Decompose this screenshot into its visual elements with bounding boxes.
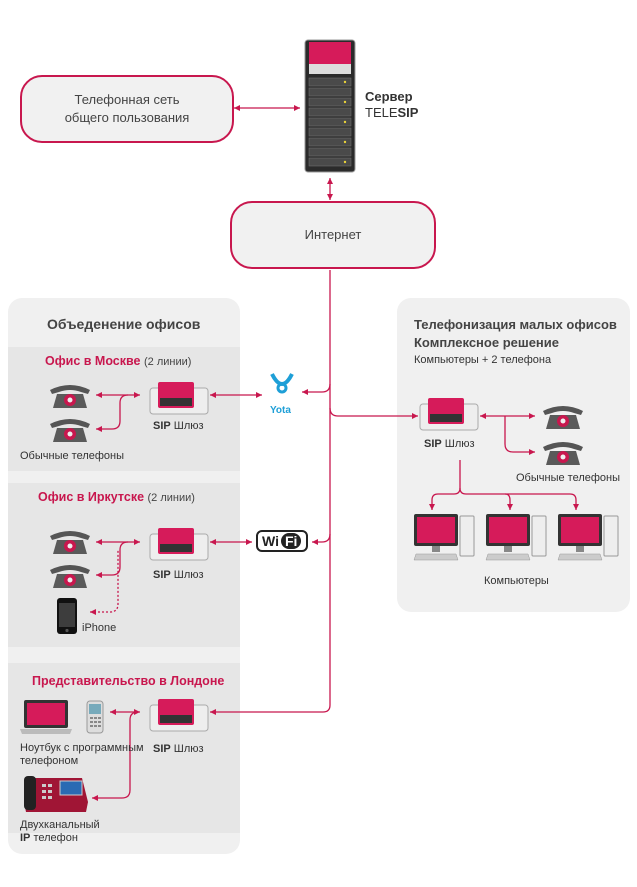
sip-gateway-icon bbox=[149, 699, 209, 732]
irkutsk-office-title: Офис в Иркутске (2 линии) bbox=[38, 490, 195, 504]
yota-logo-icon bbox=[270, 373, 294, 394]
ip-phone-icon bbox=[24, 776, 88, 812]
london-gateway-bold: SIP bbox=[153, 743, 171, 755]
moscow-name: Офис в Москве bbox=[45, 354, 141, 368]
ip-phone-label-bold: IP bbox=[20, 832, 31, 844]
server-label: Сервер TELESIP bbox=[365, 89, 418, 121]
computers-label: Компьютеры bbox=[484, 575, 549, 587]
small-office-title: Телефонизация малых офисов Комплексное р… bbox=[414, 316, 617, 352]
pstn-box: Телефонная сеть общего пользования bbox=[20, 75, 234, 143]
iphone-icon bbox=[57, 598, 77, 634]
moscow-lines: (2 линии) bbox=[143, 356, 192, 368]
laptop-icon bbox=[20, 700, 72, 734]
phone-icon bbox=[543, 442, 583, 465]
server-icon bbox=[304, 39, 356, 173]
pstn-line1: Телефонная сеть bbox=[74, 92, 180, 107]
server-brand-bold: SIP bbox=[397, 105, 419, 120]
moscow-phones-label: Обычные телефоны bbox=[20, 450, 125, 462]
server-label-main: Сервер bbox=[365, 89, 413, 104]
ip-phone-label: Двухканальный IP телефон bbox=[20, 819, 100, 845]
moscow-gateway-rest: Шлюз bbox=[170, 420, 204, 432]
ip-phone-label-line1: Двухканальный bbox=[20, 819, 100, 831]
iphone-label: iPhone bbox=[82, 622, 117, 634]
small-office-gateway-bold: SIP bbox=[424, 438, 442, 450]
computer-icon bbox=[413, 514, 475, 561]
computer-icon bbox=[485, 514, 547, 561]
offices-panel-title: Объеденение офисов bbox=[47, 316, 201, 332]
mobile-phone-icon bbox=[86, 700, 104, 734]
laptop-label-line2: телефоном bbox=[20, 755, 79, 767]
irkutsk-gateway-label: SIP Шлюз bbox=[153, 569, 204, 581]
laptop-label: Ноутбук с программным телефоном bbox=[20, 742, 144, 768]
small-office-phones-label: Обычные телефоны bbox=[516, 472, 621, 484]
small-office-title-line1: Телефонизация малых офисов bbox=[414, 317, 617, 332]
small-office-subtitle: Компьютеры + 2 телефона bbox=[414, 354, 552, 366]
sip-gateway-icon bbox=[149, 528, 209, 561]
internet-label: Интернет bbox=[304, 227, 362, 242]
small-office-gateway-label: SIP Шлюз bbox=[424, 438, 475, 450]
irkutsk-band bbox=[8, 483, 240, 647]
pstn-line2: общего пользования bbox=[64, 110, 190, 125]
internet-box: Интернет bbox=[230, 201, 436, 269]
small-office-gateway-rest: Шлюз bbox=[441, 438, 475, 450]
moscow-office-title: Офис в Москве (2 линии) bbox=[45, 354, 191, 368]
phone-icon bbox=[50, 565, 90, 588]
phone-icon bbox=[50, 385, 90, 408]
wifi-label-left: Wi bbox=[262, 533, 279, 549]
computer-icon bbox=[557, 514, 619, 561]
server-brand: TELE bbox=[365, 105, 398, 120]
sip-gateway-icon bbox=[419, 398, 479, 431]
sip-gateway-icon bbox=[149, 382, 209, 415]
phone-icon bbox=[50, 531, 90, 554]
phone-icon bbox=[543, 406, 583, 429]
laptop-label-line1: Ноутбук с программным bbox=[20, 742, 144, 754]
yota-label: Yota bbox=[270, 405, 291, 416]
london-gateway-label: SIP Шлюз bbox=[153, 743, 204, 755]
irkutsk-gateway-rest: Шлюз bbox=[170, 569, 204, 581]
moscow-gateway-bold: SIP bbox=[153, 420, 171, 432]
london-gateway-rest: Шлюз bbox=[170, 743, 204, 755]
moscow-gateway-label: SIP Шлюз bbox=[153, 420, 204, 432]
london-name: Представительство в Лондоне bbox=[32, 674, 225, 688]
wifi-logo-icon: Wi Fi bbox=[256, 530, 308, 552]
small-office-title-line2: Комплексное решение bbox=[414, 335, 559, 350]
london-office-title: Представительство в Лондоне bbox=[32, 674, 224, 688]
phone-icon bbox=[50, 419, 90, 442]
ip-phone-label-rest: телефон bbox=[30, 832, 78, 844]
irkutsk-name: Офис в Иркутске bbox=[38, 490, 145, 504]
irkutsk-lines: (2 линии) bbox=[147, 492, 195, 504]
irkutsk-gateway-bold: SIP bbox=[153, 569, 171, 581]
wifi-label-right: Fi bbox=[280, 533, 302, 549]
